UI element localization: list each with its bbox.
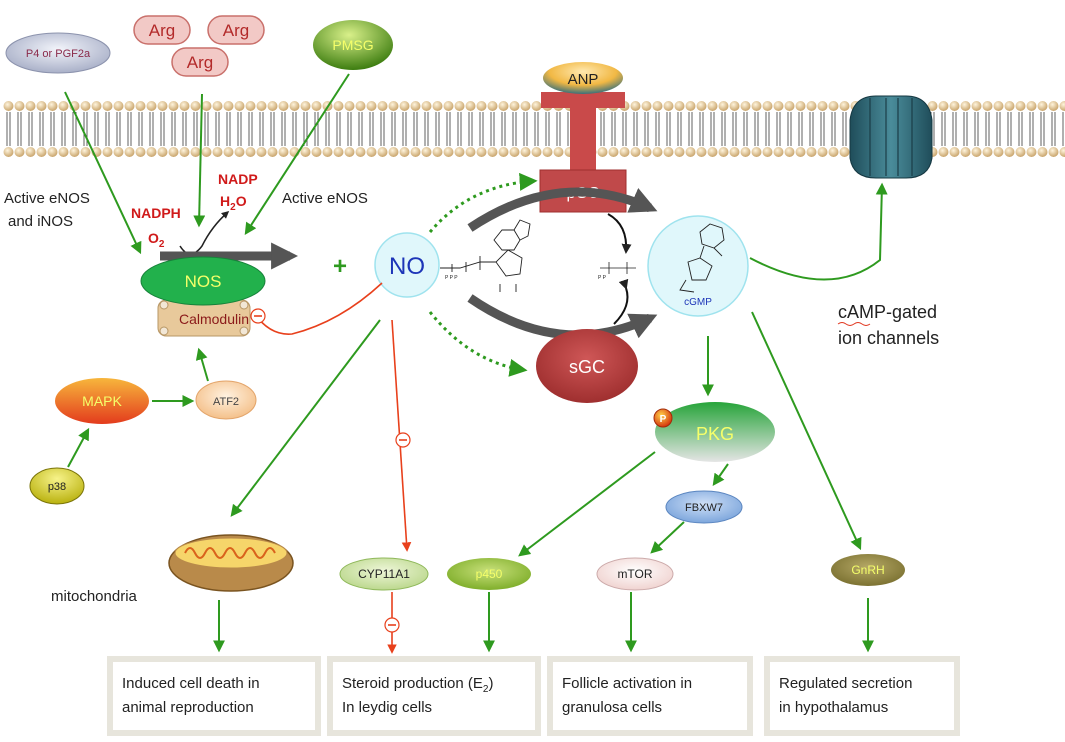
cgmp-molecule: cGMP <box>647 215 749 317</box>
plus-sign: + <box>333 253 347 280</box>
arg-molecules: Arg Arg Arg <box>133 15 265 77</box>
svg-text:P P: P P <box>598 275 607 281</box>
ppi-structure: P P <box>598 262 636 281</box>
svg-text:in hypothalamus: in hypothalamus <box>779 699 888 716</box>
p38-label: p38 <box>48 481 66 493</box>
svg-text:Regulated secretion: Regulated secretion <box>779 675 912 692</box>
calmodulin-label: Calmodulin <box>179 311 249 327</box>
svg-text:H2O: H2O <box>220 193 247 213</box>
nos-label: NOS <box>185 272 222 291</box>
ion-channel <box>849 95 933 179</box>
svg-text:Steroid production (E2): Steroid production (E2) <box>342 675 493 695</box>
cgmp-to-channel-arrow <box>749 182 888 281</box>
mtor-label: mTOR <box>617 567 652 581</box>
cyp11a1-protein: CYP11A1 <box>339 557 429 591</box>
sgc-label: sGC <box>569 357 605 377</box>
channel-label-1: cAMP-gated <box>838 302 937 322</box>
atf2-label: ATF2 <box>213 396 239 408</box>
nadp-label: NADP <box>218 171 258 187</box>
gnrh-label: GnRH <box>851 563 884 577</box>
p450-protein: p450 <box>447 558 531 590</box>
outcome-box-1: Induced cell death in animal reproductio… <box>107 656 321 736</box>
p450-label: p450 <box>476 567 503 581</box>
active-enos-inos-label-1: Active eNOS <box>4 190 90 207</box>
svg-text:Induced cell death in: Induced cell death in <box>122 675 260 692</box>
arg-label-1: Arg <box>149 21 175 40</box>
mitochondria-label: mitochondria <box>51 588 138 605</box>
pkg-arrows <box>518 311 862 557</box>
active-enos-inos-label-2: and iNOS <box>8 213 73 230</box>
no-label: NO <box>389 253 425 280</box>
svg-text:O2: O2 <box>148 230 165 250</box>
active-enos-label: Active eNOS <box>282 190 368 207</box>
no-to-mito-arrow <box>230 319 381 517</box>
nadph-label: NADPH <box>131 205 181 221</box>
pmsg-label: PMSG <box>332 37 373 53</box>
mapk-label: MAPK <box>82 393 122 409</box>
fbxw7-label: FBXW7 <box>685 502 723 514</box>
gtp-structure: P P P <box>440 219 531 292</box>
fbxw7-protein: FBXW7 <box>665 490 743 524</box>
activation-arrows <box>64 73 350 255</box>
channel-label-2: ion channels <box>838 328 939 348</box>
sgc-enzyme: sGC <box>536 329 638 403</box>
svg-text:granulosa cells: granulosa cells <box>562 699 662 716</box>
arg-label-2: Arg <box>223 21 249 40</box>
cyp11a1-label: CYP11A1 <box>358 567 410 581</box>
gnrh-protein: GnRH <box>831 554 905 586</box>
pkg-label: PKG <box>696 424 734 444</box>
anp-label: ANP <box>568 71 599 88</box>
outcome-box-2: Steroid production (E2) In leydig cells <box>327 656 541 736</box>
no-to-gc-arrows <box>428 172 538 377</box>
cgmp-label: cGMP <box>684 297 712 308</box>
svg-text:In leydig cells: In leydig cells <box>342 699 432 716</box>
nadph-reaction: NADPH O2 NADP H2O <box>131 171 258 255</box>
outcome-arrows <box>213 592 874 653</box>
svg-text:animal reproduction: animal reproduction <box>122 699 254 716</box>
nos-enzyme: Calmodulin NOS <box>140 256 266 337</box>
gtp-cgmp-conversion <box>467 187 658 340</box>
svg-text:P P P: P P P <box>445 275 458 281</box>
no-inhibit-cyp11a1 <box>391 319 412 552</box>
phospho-label: P <box>660 414 667 425</box>
no-molecule: NO <box>374 232 440 298</box>
pkg-enzyme: PKG P <box>653 402 775 462</box>
outcome-box-3: Follicle activation in granulosa cells <box>547 656 753 736</box>
p4-pgf2a-ligand: P4 or PGF2a <box>5 32 111 74</box>
pmsg-ligand: PMSG <box>313 20 393 70</box>
svg-text:Follicle activation in: Follicle activation in <box>562 675 692 692</box>
mtor-protein: mTOR <box>596 557 674 591</box>
mapk-pathway: MAPK ATF2 p38 <box>29 347 257 505</box>
no-inhibit-calmodulin <box>250 282 383 335</box>
outcome-box-4: Regulated secretion in hypothalamus <box>764 656 960 736</box>
arg-label-3: Arg <box>187 53 213 72</box>
p4-label: P4 or PGF2a <box>26 48 91 60</box>
cyp-inhibit-steroid <box>384 592 400 654</box>
mitochondrion <box>168 534 294 592</box>
